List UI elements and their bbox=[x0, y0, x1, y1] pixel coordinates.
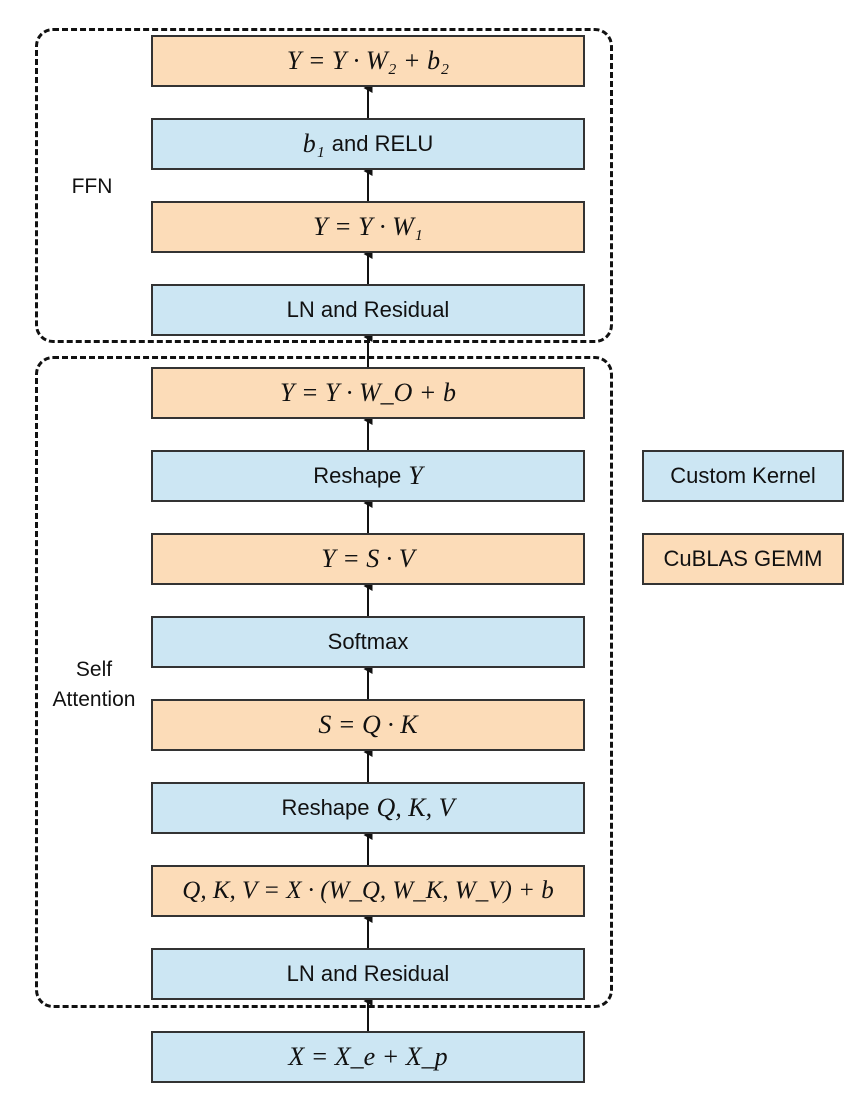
reshape-qkv-block: Reshape Q, K, V bbox=[151, 782, 585, 834]
ffn-bias-relu-label: and RELU bbox=[331, 131, 434, 156]
legend-cublas-gemm: CuBLAS GEMM bbox=[642, 533, 844, 585]
softmax-block: Softmax bbox=[151, 616, 585, 668]
reshape-y-block: Reshape Y bbox=[151, 450, 585, 502]
ffn-output-gemm-formula: Y = Y · W₂ + b₂ bbox=[286, 46, 450, 75]
ffn-output-gemm-block: Y = Y · W₂ + b₂ bbox=[151, 35, 585, 87]
qkv-projection-gemm-block: Q, K, V = X · (W_Q, W_K, W_V) + b bbox=[151, 865, 585, 917]
reshape-y-label: Reshape bbox=[313, 463, 402, 488]
ffn-input-gemm-formula: Y = Y · W₁ bbox=[313, 212, 423, 241]
softmax-label: Softmax bbox=[327, 629, 409, 654]
attention-label-line-1: Self bbox=[75, 658, 113, 681]
reshape-y-symbol: Y bbox=[408, 461, 423, 490]
attention-group-label: Self Attention bbox=[40, 655, 148, 715]
attention-group-border bbox=[35, 356, 613, 1008]
reshape-qkv-label: Reshape bbox=[281, 795, 370, 820]
qk-gemm-block: S = Q · K bbox=[151, 699, 585, 751]
input-embedding-formula: X = X_e + X_p bbox=[288, 1042, 448, 1071]
ffn-ln-residual-block: LN and Residual bbox=[151, 284, 585, 336]
input-embedding-block: X = X_e + X_p bbox=[151, 1031, 585, 1083]
attention-ln-residual-block: LN and Residual bbox=[151, 948, 585, 1000]
attention-output-gemm-formula: Y = Y · W_O + b bbox=[280, 378, 456, 407]
ffn-bias-relu-block: b₁ and RELU bbox=[151, 118, 585, 170]
sv-gemm-block: Y = S · V bbox=[151, 533, 585, 585]
attention-ln-residual-label: LN and Residual bbox=[286, 961, 450, 986]
qk-gemm-formula: S = Q · K bbox=[318, 710, 418, 739]
attention-output-gemm-block: Y = Y · W_O + b bbox=[151, 367, 585, 419]
sv-gemm-formula: Y = S · V bbox=[321, 544, 415, 573]
ffn-bias-symbol: b₁ bbox=[302, 129, 325, 158]
ffn-group-border bbox=[35, 28, 613, 343]
ffn-input-gemm-block: Y = Y · W₁ bbox=[151, 201, 585, 253]
attention-label-line-2: Attention bbox=[52, 688, 136, 711]
reshape-qkv-symbols: Q, K, V bbox=[376, 793, 455, 822]
ffn-group-label: FFN bbox=[71, 175, 113, 198]
legend-custom-kernel: Custom Kernel bbox=[642, 450, 844, 502]
ffn-ln-residual-label: LN and Residual bbox=[286, 297, 450, 322]
qkv-projection-gemm-formula: Q, K, V = X · (W_Q, W_K, W_V) + b bbox=[182, 877, 554, 904]
